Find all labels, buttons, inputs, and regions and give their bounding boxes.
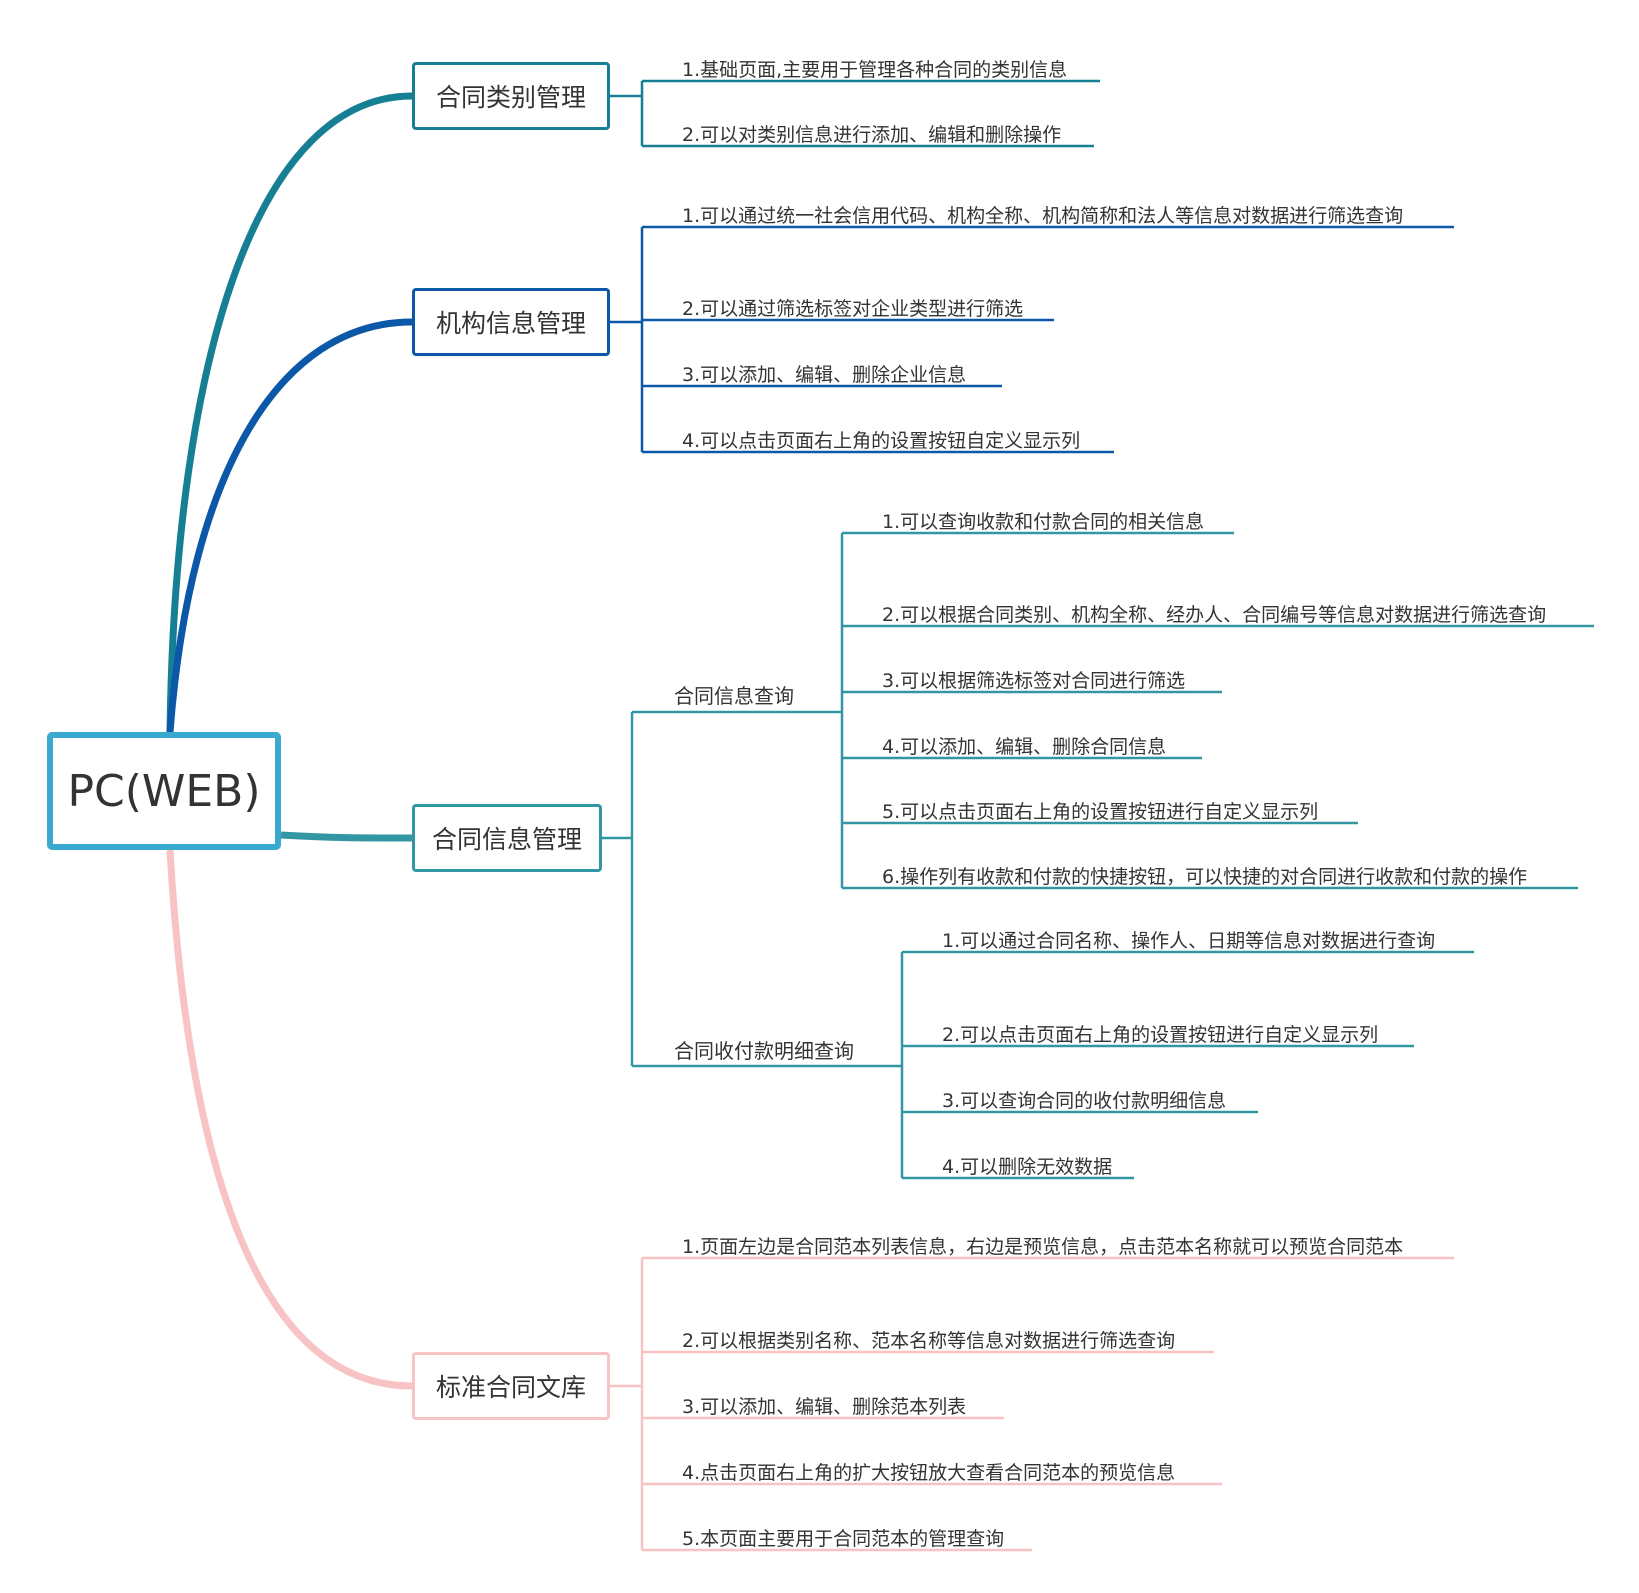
leaf-item[interactable]: 4.可以添加、编辑、删除合同信息 [882, 736, 1167, 758]
leaf-item[interactable]: 1.页面左边是合同范本列表信息，右边是预览信息，点击范本名称就可以预览合同范本 [682, 1236, 1404, 1258]
leaf-item[interactable]: 3.可以添加、编辑、删除企业信息 [682, 364, 967, 386]
leaf-item[interactable]: 2.可以根据合同类别、机构全称、经办人、合同编号等信息对数据进行筛选查询 [882, 604, 1547, 626]
leaf-item[interactable]: 5.本页面主要用于合同范本的管理查询 [682, 1528, 1005, 1550]
branch-organization-info-management[interactable]: 机构信息管理 [412, 288, 610, 356]
connector-line [166, 318, 413, 733]
leaf-item[interactable]: 4.可以点击页面右上角的设置按钮自定义显示列 [682, 430, 1081, 452]
leaf-item[interactable]: 4.点击页面右上角的扩大按钮放大查看合同范本的预览信息 [682, 1462, 1176, 1484]
subtopic-contract-payment-detail-query[interactable]: 合同收付款明细查询 [674, 1039, 854, 1063]
subtopic-contract-info-query[interactable]: 合同信息查询 [674, 684, 794, 708]
leaf-item[interactable]: 2.可以根据类别名称、范本名称等信息对数据进行筛选查询 [682, 1330, 1176, 1352]
leaf-item[interactable]: 5.可以点击页面右上角的设置按钮进行自定义显示列 [882, 801, 1319, 823]
connector-line [166, 92, 413, 733]
leaf-item[interactable]: 1.基础页面,主要用于管理各种合同的类别信息 [682, 59, 1068, 81]
root-node[interactable]: PC(WEB) [47, 732, 281, 850]
branch-contract-info-management[interactable]: 合同信息管理 [412, 804, 602, 872]
leaf-item[interactable]: 2.可以对类别信息进行添加、编辑和删除操作 [682, 124, 1062, 146]
leaf-item[interactable]: 4.可以删除无效数据 [942, 1156, 1113, 1178]
leaf-item[interactable]: 2.可以点击页面右上角的设置按钮进行自定义显示列 [942, 1024, 1379, 1046]
connector-line [166, 849, 413, 1390]
branch-contract-category-management[interactable]: 合同类别管理 [412, 62, 610, 130]
leaf-item[interactable]: 3.可以查询合同的收付款明细信息 [942, 1090, 1227, 1112]
leaf-item[interactable]: 2.可以通过筛选标签对企业类型进行筛选 [682, 298, 1024, 320]
leaf-item[interactable]: 3.可以添加、编辑、删除范本列表 [682, 1396, 967, 1418]
leaf-item[interactable]: 6.操作列有收款和付款的快捷按钮，可以快捷的对合同进行收款和付款的操作 [882, 866, 1528, 888]
leaf-item[interactable]: 3.可以根据筛选标签对合同进行筛选 [882, 670, 1186, 692]
connector-line [280, 831, 413, 842]
leaf-item[interactable]: 1.可以通过合同名称、操作人、日期等信息对数据进行查询 [942, 930, 1436, 952]
leaf-item[interactable]: 1.可以通过统一社会信用代码、机构全称、机构简称和法人等信息对数据进行筛选查询 [682, 205, 1404, 227]
leaf-item[interactable]: 1.可以查询收款和付款合同的相关信息 [882, 511, 1205, 533]
branch-standard-contract-library[interactable]: 标准合同文库 [412, 1352, 610, 1420]
